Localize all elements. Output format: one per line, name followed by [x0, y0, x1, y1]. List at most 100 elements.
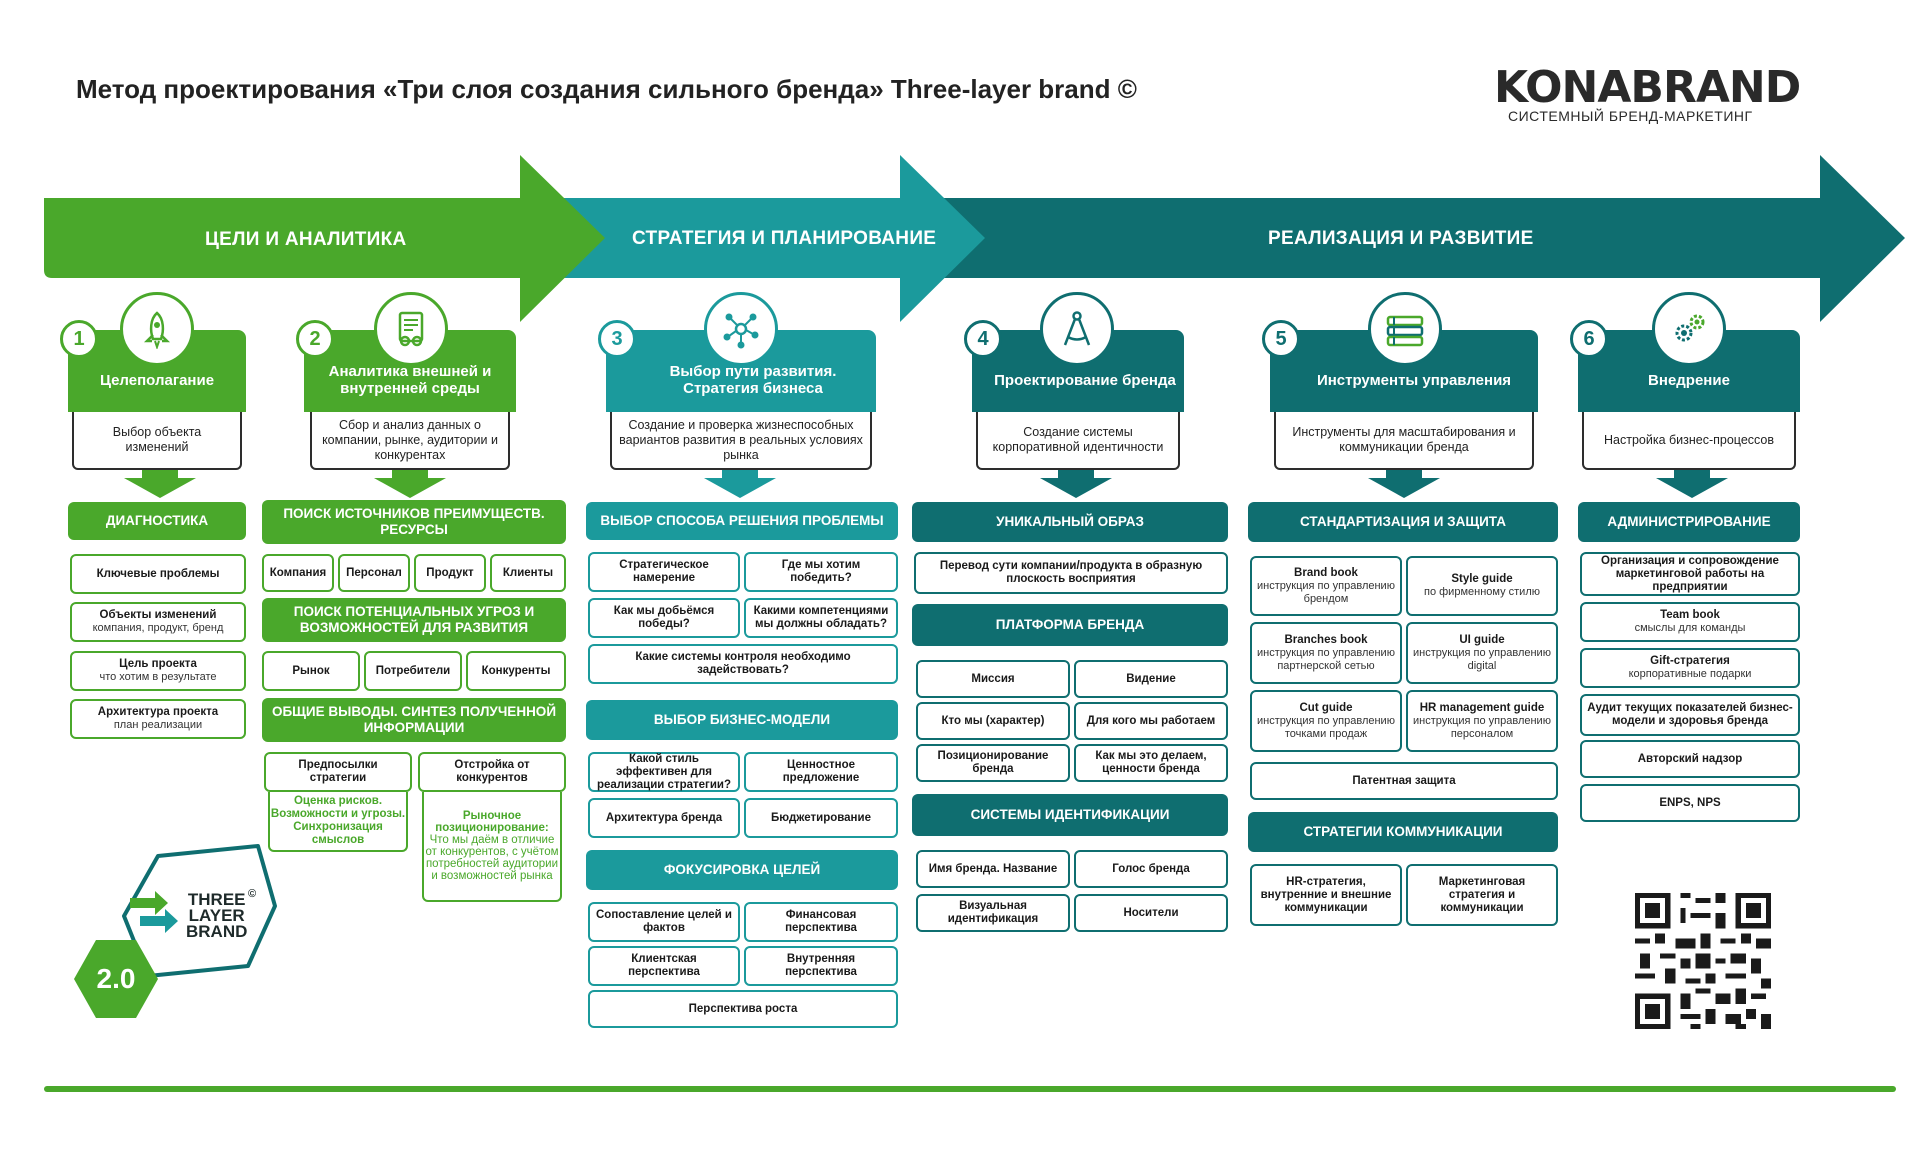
step-description: Выбор объекта изменений — [72, 412, 242, 470]
step-description: Инструменты для масштабирования и коммун… — [1274, 412, 1534, 470]
section-advantages: ПОИСК ИСТОЧНИКОВ ПРЕИМУЩЕСТВ. РЕСУРСЫ — [262, 500, 566, 544]
analytics-icon — [374, 292, 448, 366]
phase-arrow-1 — [44, 155, 605, 322]
step-description: Сбор и анализ данных о компании, рынке, … — [310, 412, 510, 470]
phase-arrows — [44, 155, 1905, 322]
grid-item: Ценностное предложение — [744, 752, 898, 792]
grid-item: Внутренняя перспектива — [744, 946, 898, 986]
market-item: Потребители — [364, 651, 462, 691]
logo-text: KONABRAND — [1494, 62, 1801, 113]
network-icon — [704, 292, 778, 366]
grid-item: Голос бренда — [1074, 850, 1228, 888]
strategy-prerequisites: Предпосылки стратегии — [264, 752, 412, 792]
list-item: Ключевые проблемы — [70, 554, 246, 594]
resource-item: Компания — [262, 554, 334, 592]
phase-label-strategy: СТРАТЕГИЯ И ПЛАНИРОВАНИЕ — [632, 228, 937, 249]
grid-item: Как мы это делаем, ценности бренда — [1074, 744, 1228, 782]
down-arrow — [704, 470, 776, 498]
phase-label-implementation: РЕАЛИЗАЦИЯ И РАЗВИТИЕ — [1268, 228, 1534, 249]
grid-item: Стратегическое намерение — [588, 552, 740, 592]
step-title: Аналитика внешней и внутренней среды — [304, 330, 516, 412]
positioning-note: Рыночное позиционирование: Что мы даём в… — [422, 792, 562, 902]
page-title: Метод проектирования «Три слоя создания … — [76, 74, 1137, 104]
resource-item: Клиенты — [490, 554, 566, 592]
step-description: Создание и проверка жизнеспособных вариа… — [610, 412, 872, 470]
rocket-icon — [120, 292, 194, 366]
step-number: 6 — [1570, 320, 1608, 358]
footer-divider — [44, 1086, 1896, 1092]
grid-item: Сопоставление целей и фактов — [588, 902, 740, 942]
phase-arrow-3 — [900, 155, 1905, 322]
down-arrow — [1040, 470, 1112, 498]
grid-item: Маркетинговая стратегия и коммуникации — [1406, 864, 1558, 926]
three-layer-brand-badge: THREE LAYER BRAND © — [100, 836, 290, 986]
grid-item: Какой стиль эффективен для реализации ст… — [588, 752, 740, 792]
competitor-differentiation: Отстройка от конкурентов — [418, 752, 566, 792]
section-business-model: ВЫБОР БИЗНЕС-МОДЕЛИ — [586, 700, 898, 740]
badge-text: THREE LAYER BRAND — [186, 890, 248, 941]
grid-item: Видение — [1074, 660, 1228, 698]
risk-assessment-note: Оценка рисков. Возможности и угрозы. Син… — [268, 792, 408, 852]
section-standardization: СТАНДАРТИЗАЦИЯ И ЗАЩИТА — [1248, 502, 1558, 542]
grid-item: Бюджетирование — [744, 798, 898, 838]
down-arrow — [374, 470, 446, 498]
grid-item: Позиционирование бренда — [916, 744, 1070, 782]
section-communication-strategies: СТРАТЕГИИ КОММУНИКАЦИИ — [1248, 812, 1558, 852]
grid-item: Как мы добьёмся победы? — [588, 598, 740, 638]
grid-item: Кто мы (характер) — [916, 702, 1070, 740]
section-diagnostics: ДИАГНОСТИКА — [68, 502, 246, 540]
version-hexagon — [74, 940, 158, 1018]
grid-item: Носители — [1074, 894, 1228, 932]
step-description: Создание системы корпоративной идентично… — [976, 412, 1180, 470]
market-item: Рынок — [262, 651, 360, 691]
market-item: Конкуренты — [466, 651, 566, 691]
grid-item: Какими компетенциями мы должны обладать? — [744, 598, 898, 638]
step-number: 3 — [598, 320, 636, 358]
compass-icon — [1040, 292, 1114, 366]
admin-item: Организация и сопровождение маркетингово… — [1580, 552, 1800, 596]
down-arrow — [124, 470, 196, 498]
version-label: 2.0 — [96, 963, 136, 994]
brand-logo: KONABRAND — [1494, 62, 1801, 113]
logo-tagline: СИСТЕМНЫЙ БРЕНД-МАРКЕТИНГ — [1508, 108, 1753, 124]
admin-item: Авторский надзор — [1580, 740, 1800, 778]
admin-item: Аудит текущих показателей бизнес-модели … — [1580, 694, 1800, 736]
resource-item: Персонал — [338, 554, 410, 592]
section-goal-focus: ФОКУСИРОВКА ЦЕЛЕЙ — [586, 850, 898, 890]
admin-item: ENPS, NPS — [1580, 784, 1800, 822]
grid-item-wide: Перевод сути компании/продукта в образну… — [914, 552, 1228, 594]
step-number: 4 — [964, 320, 1002, 358]
section-solution-choice: ВЫБОР СПОСОБА РЕШЕНИЯ ПРОБЛЕМЫ — [586, 502, 898, 540]
section-threats: ПОИСК ПОТЕНЦИАЛЬНЫХ УГРОЗ И ВОЗМОЖНОСТЕЙ… — [262, 598, 566, 642]
badge-copyright: © — [248, 888, 257, 900]
badge-hexagon — [122, 844, 277, 978]
phase-label-goals: ЦЕЛИ И АНАЛИТИКА — [205, 229, 407, 250]
grid-item: Для кого мы работаем — [1074, 702, 1228, 740]
qr-code[interactable] — [1630, 888, 1776, 1034]
section-conclusions: ОБЩИЕ ВЫВОДЫ. СИНТЕЗ ПОЛУЧЕННОЙ ИНФОРМАЦ… — [262, 698, 566, 742]
step-description: Настройка бизнес-процессов — [1582, 412, 1796, 470]
section-unique-image: УНИКАЛЬНЫЙ ОБРАЗ — [912, 502, 1228, 542]
grid-item: Финансовая перспектива — [744, 902, 898, 942]
patent-protection: Патентная защита — [1250, 762, 1558, 800]
grid-item: Клиентская перспектива — [588, 946, 740, 986]
grid-item: Где мы хотим победить? — [744, 552, 898, 592]
down-arrow — [1368, 470, 1440, 498]
grid-item: Визуальная идентификация — [916, 894, 1070, 932]
gears-icon — [1652, 292, 1726, 366]
books-icon — [1368, 292, 1442, 366]
section-identification-systems: СИСТЕМЫ ИДЕНТИФИКАЦИИ — [912, 794, 1228, 836]
step-number: 5 — [1262, 320, 1300, 358]
section-brand-platform: ПЛАТФОРМА БРЕНДА — [912, 604, 1228, 646]
grid-item: Архитектура бренда — [588, 798, 740, 838]
